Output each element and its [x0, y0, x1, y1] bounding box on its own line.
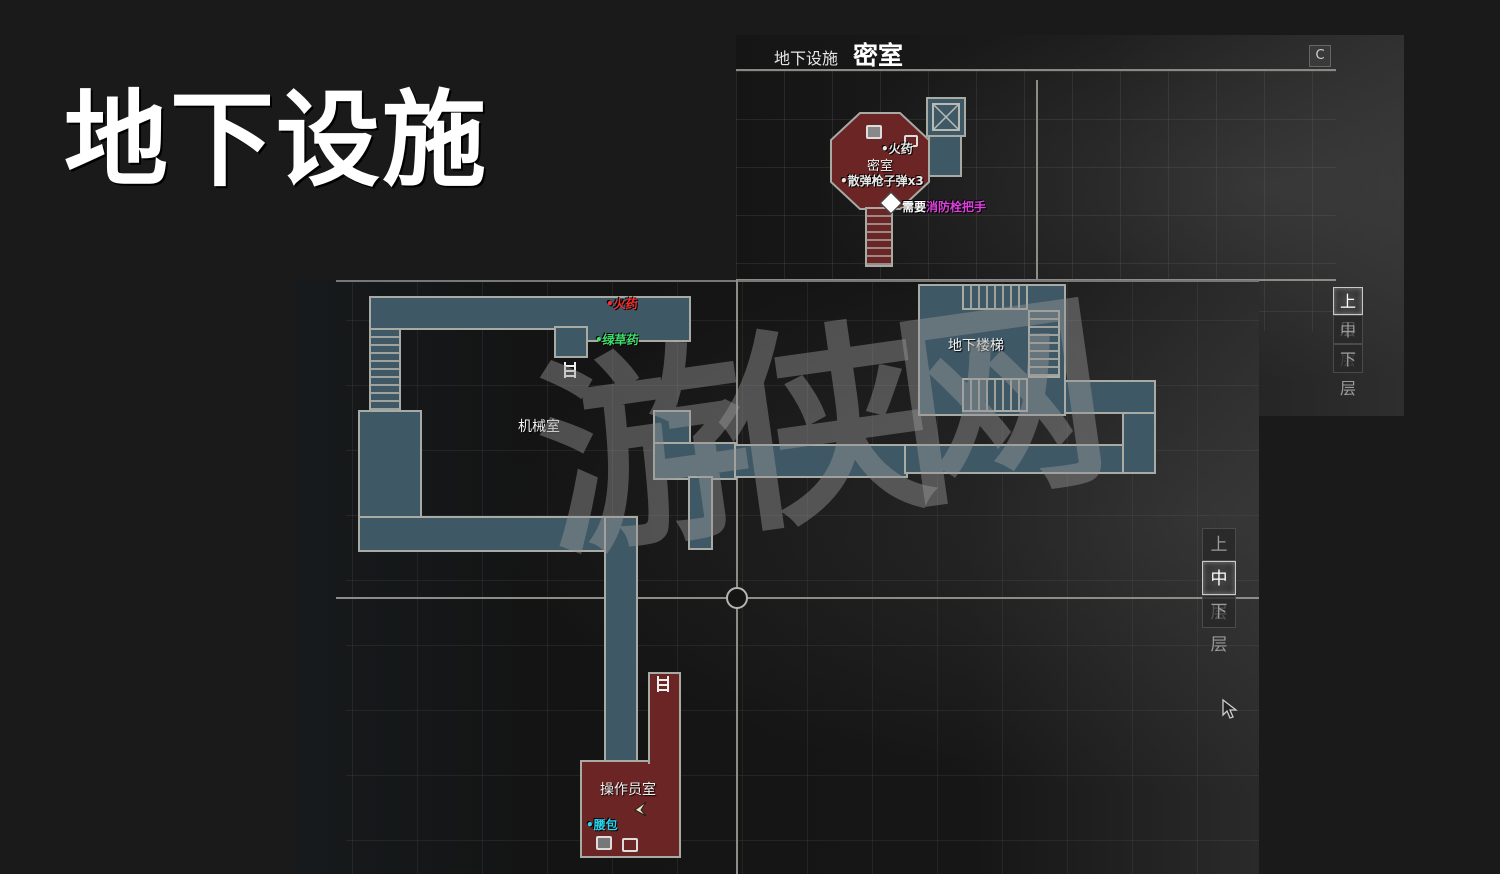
header-divider — [736, 69, 1336, 71]
map-axis-line — [336, 597, 1259, 599]
floor-selector: 上层 中层 下层 — [1333, 287, 1363, 398]
elevator-corridor — [928, 135, 962, 177]
room-label-secret-room: 密室 — [867, 159, 894, 174]
player-position-icon — [634, 801, 647, 817]
west-stairs — [369, 328, 401, 412]
room-label-machine-room: 机械室 — [518, 419, 560, 435]
east-corridor-2 — [904, 444, 1156, 474]
item-box-icon — [622, 838, 638, 852]
map-grid — [346, 280, 1259, 874]
stairs-top — [962, 284, 1028, 310]
stairs-right — [1028, 310, 1060, 378]
ladder-icon — [657, 676, 669, 692]
floor-button-lower[interactable]: 下层 — [1202, 595, 1236, 655]
floor-button-middle[interactable]: 中层 — [1333, 315, 1363, 369]
item-waist-pouch: •腰包 — [586, 818, 618, 832]
upper-corridor — [369, 296, 691, 330]
item-green-herb: •绿草药 — [595, 333, 639, 347]
floor-button-middle[interactable]: 中层 — [1202, 561, 1236, 623]
room-label-underground-stairs: 地下楼梯 — [948, 338, 1004, 354]
mouse-cursor-icon — [1222, 698, 1238, 719]
area-name: 地下设施 — [774, 49, 839, 68]
east-corridor — [734, 444, 908, 478]
middle-floor-map-panel: •火药 •绿草药 机械室 操作员室 •腰包 地下楼梯 游侠网 上层 中层 下层 — [296, 280, 1259, 874]
elevator-room[interactable] — [926, 97, 966, 137]
page-title: 地下设施 — [64, 79, 489, 201]
room-label-operator-room: 操作员室 — [600, 782, 656, 798]
floor-button-upper[interactable]: 上层 — [1202, 528, 1236, 588]
stairs-bottom — [962, 378, 1028, 412]
close-key-button[interactable]: C — [1309, 45, 1331, 67]
central-corridor — [653, 442, 737, 480]
item-gunpowder: •火药 — [881, 142, 913, 156]
floor-selector: 上层 中层 下层 — [1202, 528, 1236, 655]
item-shotgun-shells: •散弹枪子弹x3 — [840, 174, 924, 188]
elevator-icon — [932, 103, 960, 131]
secret-room-stairs — [865, 207, 893, 267]
map-axis-line — [1036, 80, 1038, 280]
item-gunpowder: •火药 — [606, 297, 638, 311]
corridor-alcove — [554, 326, 588, 358]
floor-button-lower[interactable]: 下层 — [1333, 344, 1363, 398]
south-corridor — [358, 516, 638, 552]
item-box-icon — [904, 135, 918, 147]
central-south-corridor — [688, 476, 713, 550]
requirement-prefix: 需要 — [902, 200, 927, 214]
map-top-edge — [336, 280, 1259, 282]
floor-button-upper[interactable]: 上层 — [1333, 287, 1363, 339]
map-center-crosshair-icon — [726, 587, 748, 609]
typewriter-icon — [866, 125, 882, 139]
requirement-item: 消防栓把手 — [926, 200, 987, 214]
room-name: 密室 — [853, 41, 904, 70]
ladder-icon — [564, 362, 576, 378]
map-axis-line — [736, 280, 738, 874]
corridor-east — [586, 326, 691, 342]
south-vertical-corridor — [604, 516, 638, 762]
typewriter-icon — [596, 836, 612, 850]
